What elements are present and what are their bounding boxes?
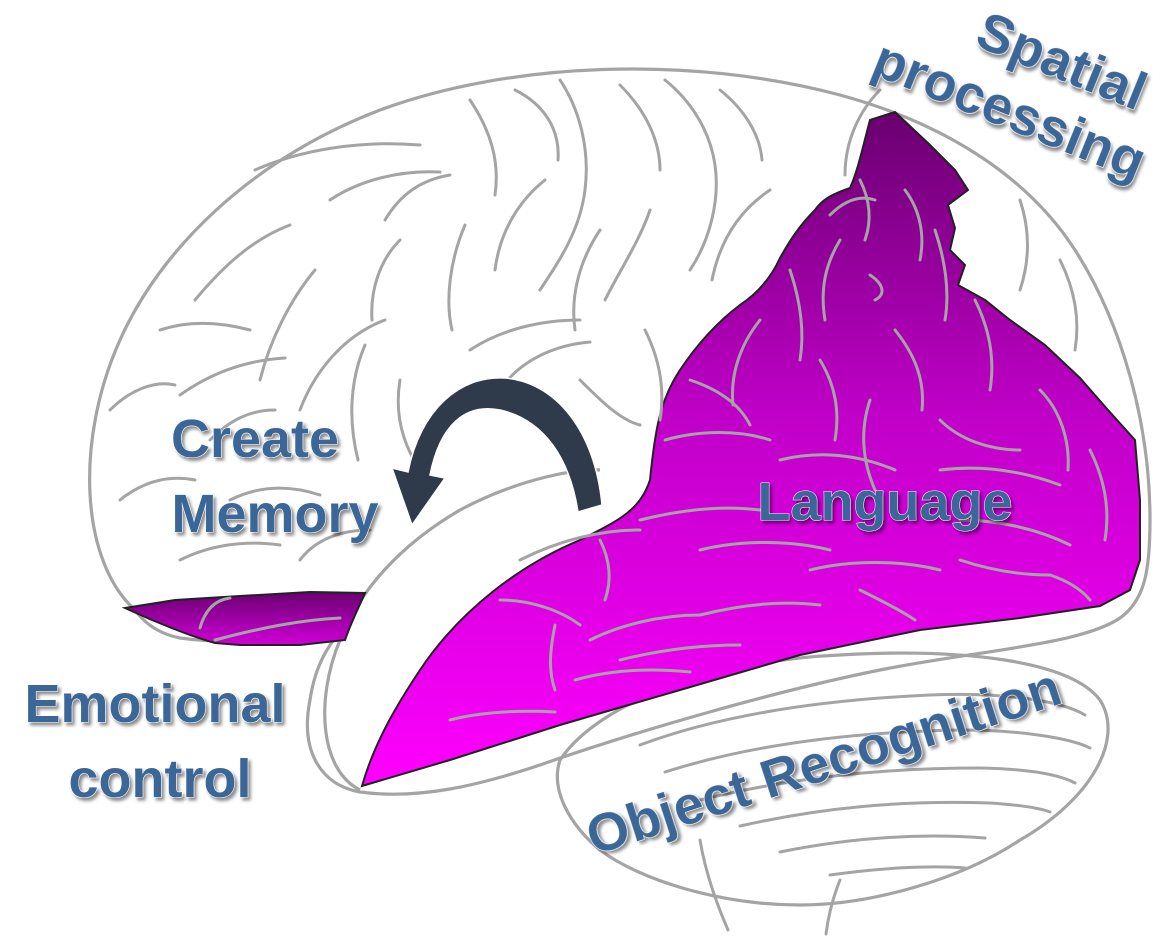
create-memory-line2: Memory	[171, 484, 378, 544]
curved-arrow-icon	[392, 378, 602, 525]
create-memory-line1: Create	[171, 409, 339, 469]
emotional-control-line1: Emotional	[24, 674, 285, 734]
brain-stem	[700, 840, 840, 934]
emotional-control-label: Emotional control	[24, 674, 285, 809]
emotional-control-line2: control	[69, 749, 252, 809]
create-memory-label: Create Memory	[171, 409, 379, 544]
language-label: Language	[757, 472, 1012, 532]
